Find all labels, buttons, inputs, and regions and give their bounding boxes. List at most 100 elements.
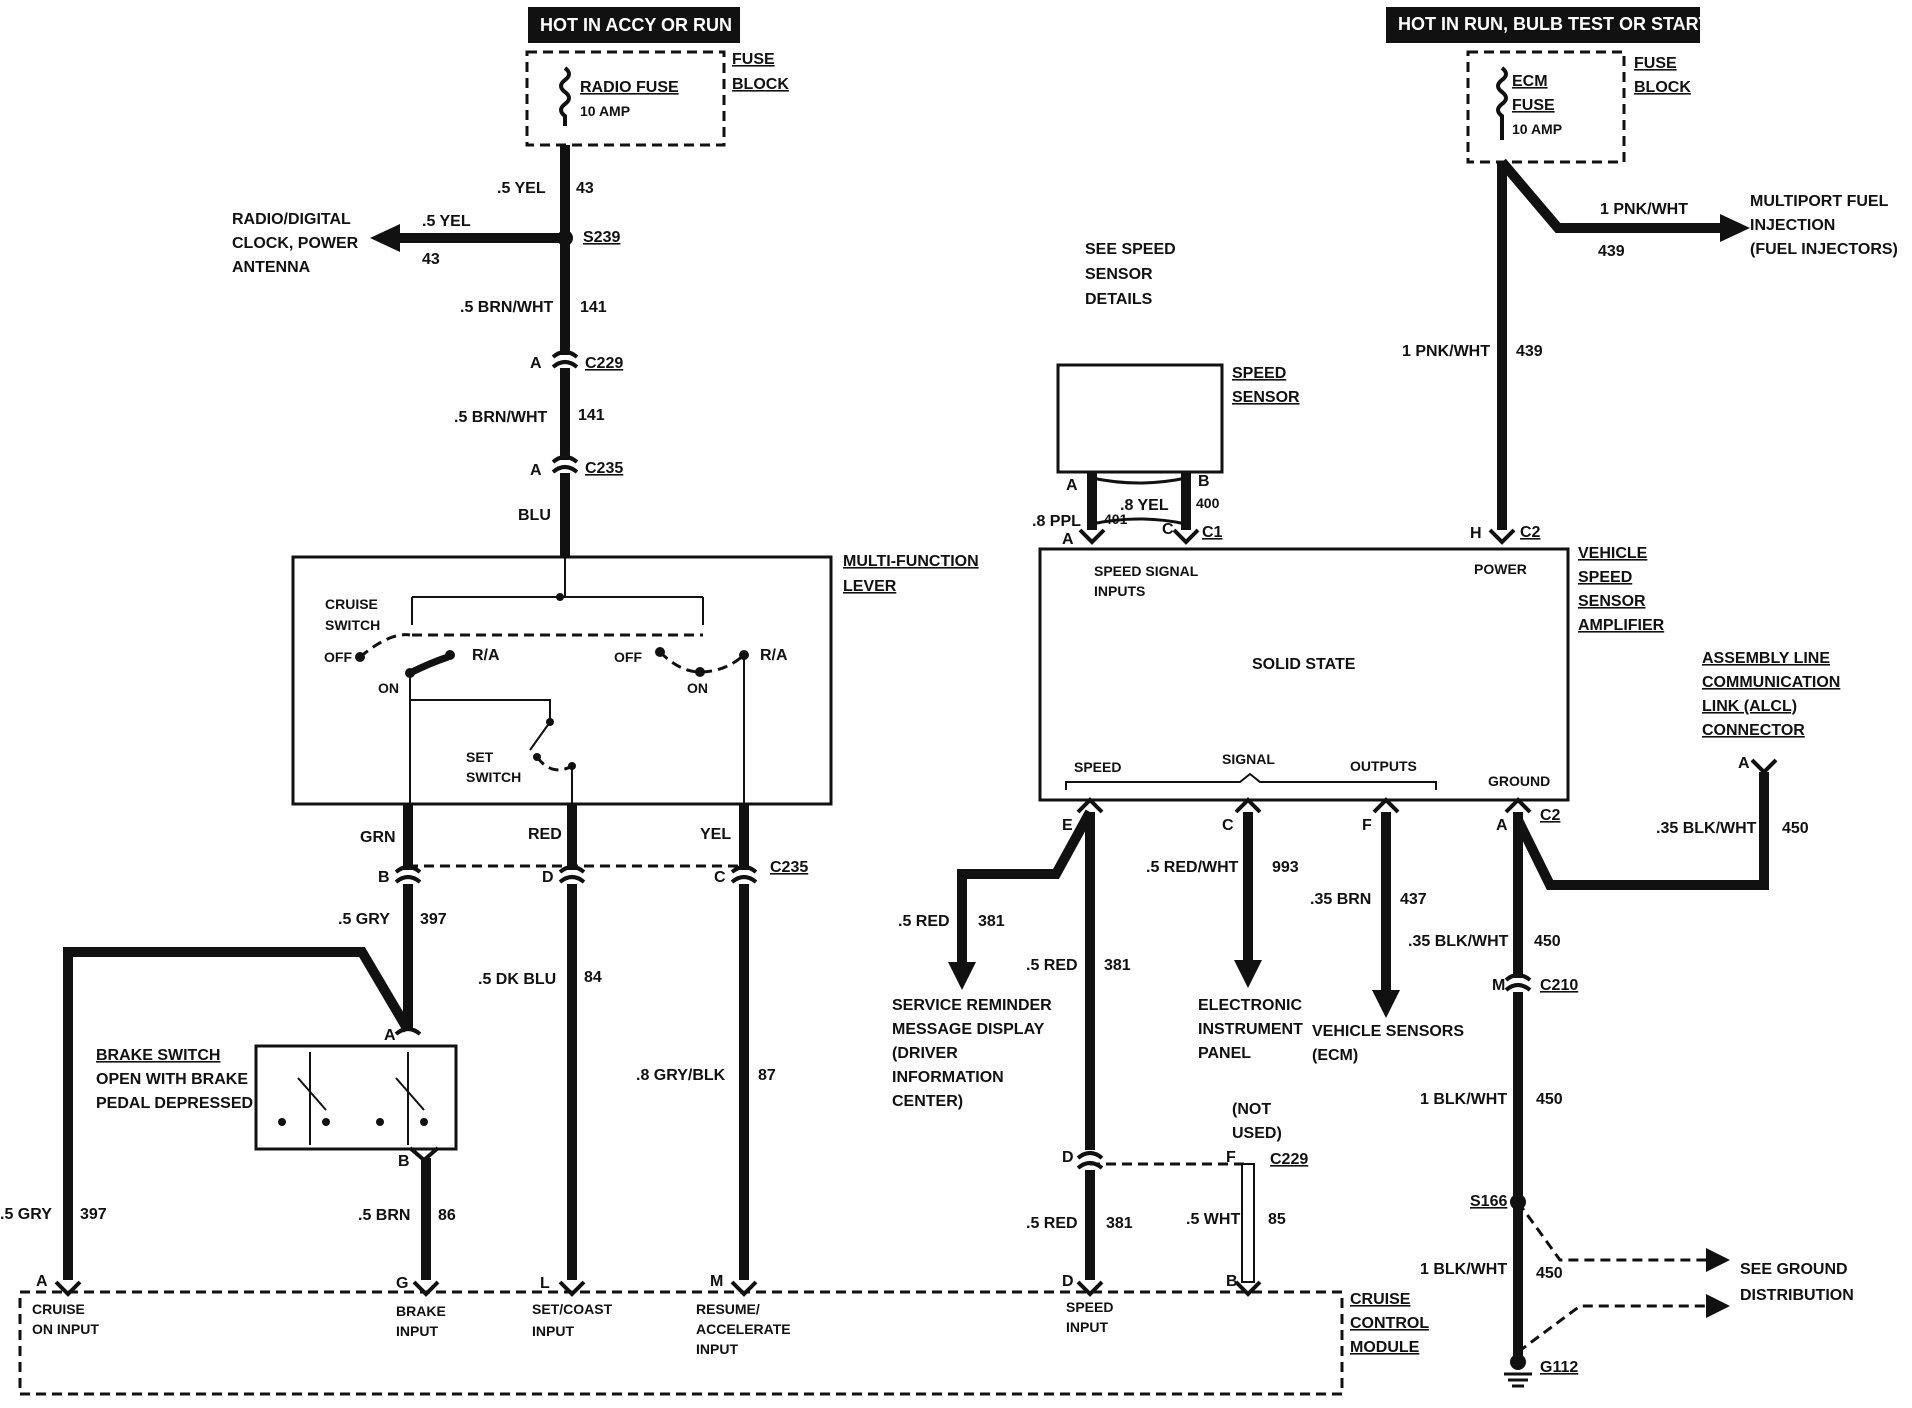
ccm-label-1: CRUISE — [1350, 1291, 1411, 1308]
splice-s239-label: S239 — [583, 229, 620, 246]
ground-branch-1 — [1516, 1201, 1710, 1262]
eip-label-3: PANEL — [1198, 1045, 1251, 1062]
wire-397-b-circ: 397 — [80, 1206, 107, 1223]
wire-400-size: .8 YEL — [1120, 497, 1169, 514]
ground-g112-point — [1510, 1354, 1526, 1370]
wire-grn-label: GRN — [360, 829, 396, 846]
ecm-fuse-label-3: 10 AMP — [1512, 121, 1562, 137]
ss-pin-a: A — [1066, 477, 1078, 494]
bus-node — [556, 593, 564, 601]
wire-381-module-circ: 381 — [1106, 1215, 1133, 1232]
see-ground-1: SEE GROUND — [1740, 1261, 1848, 1278]
out-pin-f: F — [1362, 817, 1372, 834]
wire-141-b-size: .5 BRN/WHT — [454, 409, 548, 426]
c210-label: C210 — [1540, 977, 1578, 994]
wire-141-b-circ: 141 — [578, 407, 605, 424]
module-pin-a: A — [36, 1273, 48, 1290]
solid-state-label: SOLID STATE — [1252, 656, 1356, 673]
radio-fuse-label: RADIO FUSE — [580, 79, 679, 96]
resume-input-2: ACCELERATE — [696, 1321, 791, 1337]
ground-label: GROUND — [1488, 773, 1550, 789]
wire-85-size: .5 WHT — [1186, 1211, 1240, 1228]
ecm-fuse-block-box — [1466, 50, 1626, 164]
setcoast-input-2: INPUT — [532, 1323, 574, 1339]
radio-fuse-block-box — [525, 50, 726, 147]
c229-right-pin-f: F — [1226, 1149, 1236, 1166]
c2-label: C2 — [1520, 524, 1541, 541]
wire-87-size: .8 GRY/BLK — [636, 1067, 726, 1084]
wire-381-service-circ: 381 — [978, 913, 1005, 930]
brake-switch-label-1: BRAKE SWITCH — [96, 1047, 220, 1064]
ss-inputs-2: INPUTS — [1094, 583, 1145, 599]
power-label: POWER — [1474, 561, 1527, 577]
not-used-1: (NOT — [1232, 1101, 1271, 1118]
outputs-brace — [1065, 772, 1437, 790]
wire-141-a-size: .5 BRN/WHT — [460, 299, 554, 316]
connector-c229-right — [1076, 1151, 1104, 1170]
cruise-switch-label-1: CRUISE — [325, 596, 378, 612]
alcl-connector — [1750, 758, 1778, 775]
wire-439-branch-size: 1 PNK/WHT — [1600, 201, 1688, 218]
c1-label: C1 — [1202, 524, 1223, 541]
brake-input-2: INPUT — [396, 1323, 438, 1339]
c229-right-pin-d: D — [1062, 1149, 1074, 1166]
switch2-ra: R/A — [760, 647, 788, 664]
c229-label: C229 — [585, 355, 623, 372]
module-pin-b: B — [1226, 1273, 1238, 1290]
switch2-on: ON — [687, 680, 708, 696]
wire-84-size: .5 DK BLU — [478, 971, 556, 988]
alcl-label-2: COMMUNICATION — [1702, 674, 1840, 691]
out-signal-label: SIGNAL — [1222, 751, 1275, 767]
brake-switch-contact-2 — [322, 1118, 330, 1126]
switch2-on-contact — [695, 667, 705, 677]
module-pin-l: L — [540, 1275, 550, 1292]
mpfi-label-2: INJECTION — [1750, 217, 1835, 234]
wire-yel-label: YEL — [700, 826, 731, 843]
wire-141-a-circ: 141 — [580, 299, 607, 316]
set-switch-label-1: SET — [466, 749, 494, 765]
wire-381-service-arrow — [948, 962, 976, 990]
ground-symbol — [1504, 1372, 1532, 1388]
wire-439-power-circ: 439 — [1516, 343, 1543, 360]
brake-switch-pin-a — [394, 1027, 422, 1036]
brake-switch-label-3: PEDAL DEPRESSED — [96, 1095, 253, 1112]
alcl-pin: A — [1738, 755, 1750, 772]
brake-switch-contact-3 — [376, 1118, 384, 1126]
ecm-fuse-label-1: ECM — [1512, 73, 1548, 90]
alcl-label-1: ASSEMBLY LINE — [1702, 650, 1830, 667]
wire-43-size: .5 YEL — [497, 180, 546, 197]
vsens-label-1: VEHICLE SENSORS — [1312, 1023, 1464, 1040]
wire-86-circ: 86 — [438, 1207, 456, 1224]
hot-accy-header: HOT IN ACCY OR RUN — [540, 15, 732, 35]
mfl-label-2: LEVER — [843, 578, 897, 595]
setcoast-input-1: SET/COAST — [532, 1301, 613, 1317]
connector-c210 — [1504, 973, 1532, 992]
ecm-fuse-symbol — [1496, 66, 1508, 140]
cruise-on-input-2: ON INPUT — [32, 1321, 99, 1337]
vssa-label-3: SENSOR — [1578, 593, 1646, 610]
see-speed-2: SENSOR — [1085, 266, 1153, 283]
speed-sensor-wire-curves — [1091, 476, 1187, 526]
wire-450-g112-circ: 450 — [1536, 1265, 1563, 1282]
service-label-5: CENTER) — [892, 1093, 963, 1110]
vsens-label-2: (ECM) — [1312, 1047, 1358, 1064]
service-label-2: MESSAGE DISPLAY — [892, 1021, 1045, 1038]
wire-437-circ: 437 — [1400, 891, 1427, 908]
not-used-2: USED) — [1232, 1125, 1282, 1142]
resume-input-3: INPUT — [696, 1341, 738, 1357]
wire-397-b-size: .5 GRY — [0, 1206, 52, 1223]
brake-switch-label-2: OPEN WITH BRAKE — [96, 1071, 248, 1088]
ground-branch-2 — [1517, 1304, 1710, 1354]
wire-red-label: RED — [528, 826, 562, 843]
brake-switch-contact-4 — [420, 1118, 428, 1126]
module-pin-m: M — [710, 1273, 723, 1290]
ecm-fuse-label-2: FUSE — [1512, 97, 1555, 114]
c235-pin-a: A — [530, 462, 542, 479]
c235-label: C235 — [585, 460, 623, 477]
set-switch-blade — [529, 721, 551, 751]
branch-wire-size: .5 YEL — [422, 213, 471, 230]
branch-label-1: RADIO/DIGITAL — [232, 211, 351, 228]
splice-s166-label: S166 — [1470, 1193, 1507, 1210]
c229-right-label: C229 — [1270, 1151, 1308, 1168]
